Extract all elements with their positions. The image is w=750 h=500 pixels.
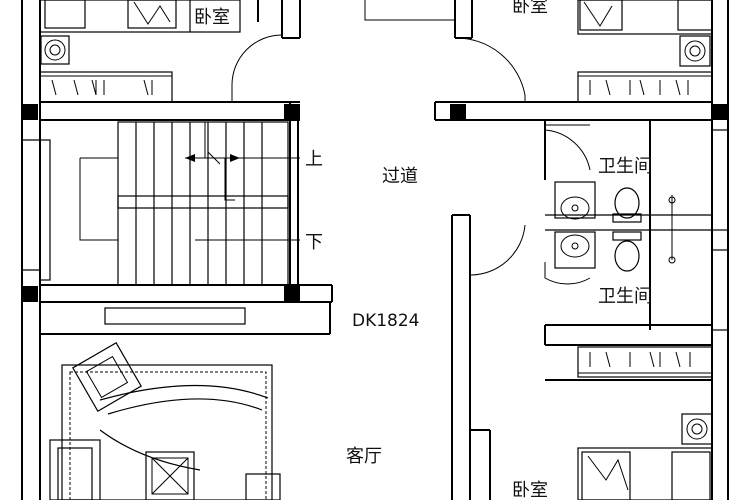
- living-room-furniture: [49, 342, 281, 500]
- interior-walls: [40, 0, 712, 500]
- stair-down-label: 下: [305, 232, 323, 253]
- label-bedroom-bottom-right: 卧室: [512, 480, 548, 500]
- bathroom-fixtures: [554, 181, 676, 272]
- window-sill: [104, 307, 246, 325]
- label-corridor: 过道: [382, 166, 418, 187]
- doors: [231, 0, 591, 285]
- staircase: [39, 121, 300, 286]
- room-labels: 卧室 卧室 过道 卫生间 卫生间 客厅 卧室 上 下 DK1824: [194, 0, 652, 500]
- columns: [22, 104, 728, 302]
- bed-top-right: [577, 0, 713, 103]
- label-bathroom-1: 卫生间: [598, 156, 652, 177]
- bed-bottom-right: [577, 346, 713, 500]
- bed-top-left: [39, 0, 241, 103]
- exterior-walls: [21, 0, 729, 500]
- label-bedroom-top-right: 卧室: [512, 0, 548, 17]
- label-bedroom-top-left: 卧室: [194, 7, 230, 28]
- plan-code: DK1824: [352, 311, 420, 331]
- label-bathroom-2: 卫生间: [598, 286, 652, 307]
- stair-up-label: 上: [305, 149, 323, 170]
- label-living-room: 客厅: [346, 446, 382, 467]
